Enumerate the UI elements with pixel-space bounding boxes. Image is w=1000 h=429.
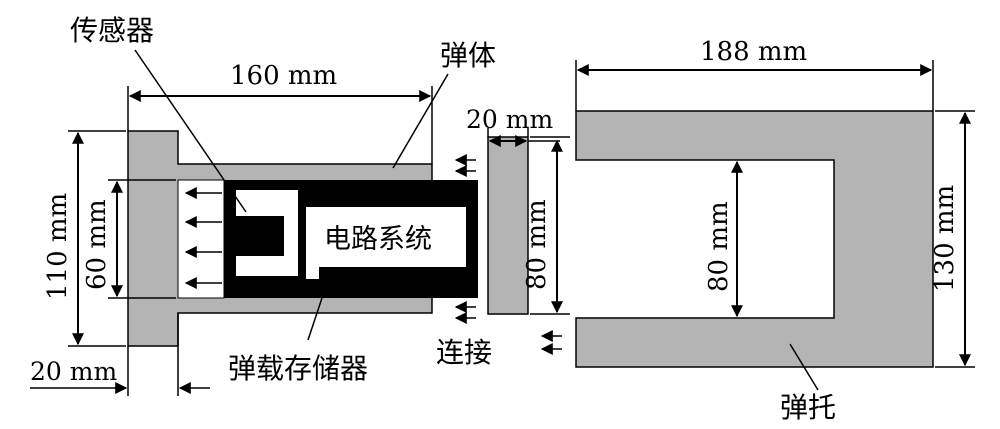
sensor-slot-lower — [236, 256, 298, 276]
dim-130-label: 130 mm — [930, 185, 960, 292]
leader-elastic-body — [392, 73, 449, 169]
dim-80-holder-label: 80 mm — [704, 201, 734, 292]
internal-cavity — [177, 179, 225, 299]
dim-188-label: 188 mm — [700, 37, 807, 67]
dim-60-label: 60 mm — [82, 199, 112, 290]
connection-label: 连接 — [436, 336, 492, 369]
leader-holder — [789, 343, 819, 391]
circuit-system-tab — [306, 207, 319, 279]
projectile-body — [127, 130, 478, 347]
sensor-slot-side — [284, 190, 298, 276]
storage-label: 弹载存储器 — [228, 352, 368, 385]
sensor-label: 传感器 — [70, 14, 154, 47]
projectile-holder — [575, 110, 934, 368]
dim-80-plate-label: 80 mm — [522, 199, 552, 290]
leader-sensor — [134, 49, 247, 213]
connection-plate — [487, 136, 529, 315]
dim-110-label: 110 mm — [43, 193, 73, 300]
dim-20-plate-label: 20 mm — [466, 105, 553, 134]
leader-storage — [307, 297, 323, 341]
circuit-system-panel — [315, 207, 466, 267]
holder-label: 弹托 — [780, 391, 836, 424]
elastic-body-label: 弹体 — [440, 39, 496, 72]
dim-20-bottom-label: 20 mm — [30, 357, 117, 386]
circuit-system-label: 电路系统 — [324, 224, 432, 255]
dim-160-label: 160 mm — [230, 61, 337, 91]
connection-arrows — [454, 154, 562, 355]
